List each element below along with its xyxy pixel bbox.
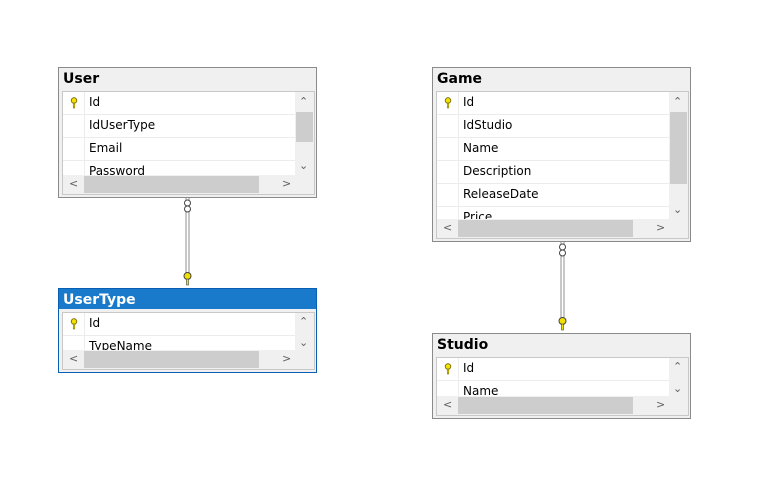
column-name: Id: [463, 361, 475, 375]
scroll-down-icon[interactable]: ⌄: [299, 159, 309, 172]
horizontal-scrollbar[interactable]: < >: [437, 219, 671, 238]
table-game[interactable]: Game Id IdStudio Name Description R: [432, 67, 691, 242]
column-name: Id: [463, 95, 475, 109]
column-name: ReleaseDate: [463, 187, 539, 201]
scroll-down-icon[interactable]: ⌄: [299, 336, 309, 349]
column-name: Price: [463, 210, 493, 219]
vertical-scrollbar[interactable]: ⌃ ⌄: [669, 358, 688, 398]
scroll-left-icon[interactable]: <: [443, 221, 453, 234]
column-row[interactable]: Name: [437, 381, 669, 396]
scroll-up-icon[interactable]: ⌃: [673, 360, 683, 373]
column-row[interactable]: Description: [437, 161, 669, 184]
column-name: Password: [89, 164, 146, 175]
column-name: IdUserType: [89, 118, 156, 132]
infinity-endpoint-icon: [184, 199, 191, 207]
vertical-scrollbar[interactable]: ⌃ ⌄: [669, 92, 688, 221]
column-grid: Id IdUserType Email Password ⌃ ⌄ < >: [62, 91, 315, 195]
vertical-scrollbar[interactable]: ⌃ ⌄: [295, 313, 314, 352]
scroll-down-icon[interactable]: ⌄: [673, 203, 683, 216]
scroll-thumb[interactable]: [458, 220, 633, 237]
scroll-left-icon[interactable]: <: [69, 352, 79, 365]
scroll-thumb[interactable]: [296, 112, 313, 142]
vertical-scrollbar[interactable]: ⌃ ⌄: [295, 92, 314, 177]
column-row[interactable]: IdStudio: [437, 115, 669, 138]
scroll-thumb[interactable]: [458, 397, 633, 414]
scroll-thumb[interactable]: [84, 176, 259, 193]
column-name: IdStudio: [463, 118, 513, 132]
column-name: Email: [89, 141, 123, 155]
column-row[interactable]: TypeName: [63, 336, 295, 350]
infinity-endpoint-icon: [559, 243, 566, 251]
scroll-left-icon[interactable]: <: [443, 398, 453, 411]
column-name: Id: [89, 316, 101, 330]
primary-key-icon: [444, 97, 452, 109]
table-title: Studio: [433, 334, 690, 354]
scroll-thumb[interactable]: [670, 112, 687, 184]
relationship-user-usertype[interactable]: [183, 198, 192, 286]
column-grid: Id Name ⌃ ⌄ < >: [436, 357, 689, 416]
table-user[interactable]: User Id IdUserType Email Password ⌃: [58, 67, 317, 198]
horizontal-scrollbar[interactable]: < >: [63, 175, 297, 194]
column-row[interactable]: Id: [63, 313, 295, 336]
column-row[interactable]: Price: [437, 207, 669, 219]
table-title: Game: [433, 68, 690, 88]
scroll-right-icon[interactable]: >: [656, 398, 666, 411]
table-studio[interactable]: Studio Id Name ⌃ ⌄ < >: [432, 333, 691, 419]
key-endpoint-icon: [183, 272, 192, 280]
table-usertype[interactable]: UserType Id TypeName ⌃ ⌄ < >: [58, 288, 317, 373]
table-title: UserType: [59, 289, 316, 309]
scroll-up-icon[interactable]: ⌃: [673, 95, 683, 108]
column-row[interactable]: Id: [437, 358, 669, 381]
scroll-left-icon[interactable]: <: [69, 177, 79, 190]
scroll-thumb[interactable]: [84, 351, 259, 368]
key-endpoint-icon: [558, 317, 567, 325]
column-row[interactable]: ReleaseDate: [437, 184, 669, 207]
relationship-game-studio[interactable]: [558, 242, 567, 331]
table-title: User: [59, 68, 316, 88]
column-row[interactable]: Password: [63, 161, 295, 175]
column-name: Name: [463, 384, 499, 396]
column-name: TypeName: [89, 339, 152, 350]
horizontal-scrollbar[interactable]: < >: [437, 396, 671, 415]
column-name: Description: [463, 164, 532, 178]
primary-key-icon: [444, 363, 452, 375]
column-grid: Id TypeName ⌃ ⌄ < >: [62, 312, 315, 370]
scroll-right-icon[interactable]: >: [282, 352, 292, 365]
column-row[interactable]: Id: [63, 92, 295, 115]
column-row[interactable]: Id: [437, 92, 669, 115]
horizontal-scrollbar[interactable]: < >: [63, 350, 297, 369]
column-grid: Id IdStudio Name Description ReleaseDate…: [436, 91, 689, 239]
column-row[interactable]: Email: [63, 138, 295, 161]
scroll-right-icon[interactable]: >: [656, 221, 666, 234]
primary-key-icon: [70, 97, 78, 109]
column-row[interactable]: Name: [437, 138, 669, 161]
primary-key-icon: [70, 318, 78, 330]
column-name: Id: [89, 95, 101, 109]
scroll-down-icon[interactable]: ⌄: [673, 382, 683, 395]
column-name: Name: [463, 141, 499, 155]
scroll-up-icon[interactable]: ⌃: [299, 95, 309, 108]
scroll-right-icon[interactable]: >: [282, 177, 292, 190]
column-row[interactable]: IdUserType: [63, 115, 295, 138]
scroll-up-icon[interactable]: ⌃: [299, 315, 309, 328]
